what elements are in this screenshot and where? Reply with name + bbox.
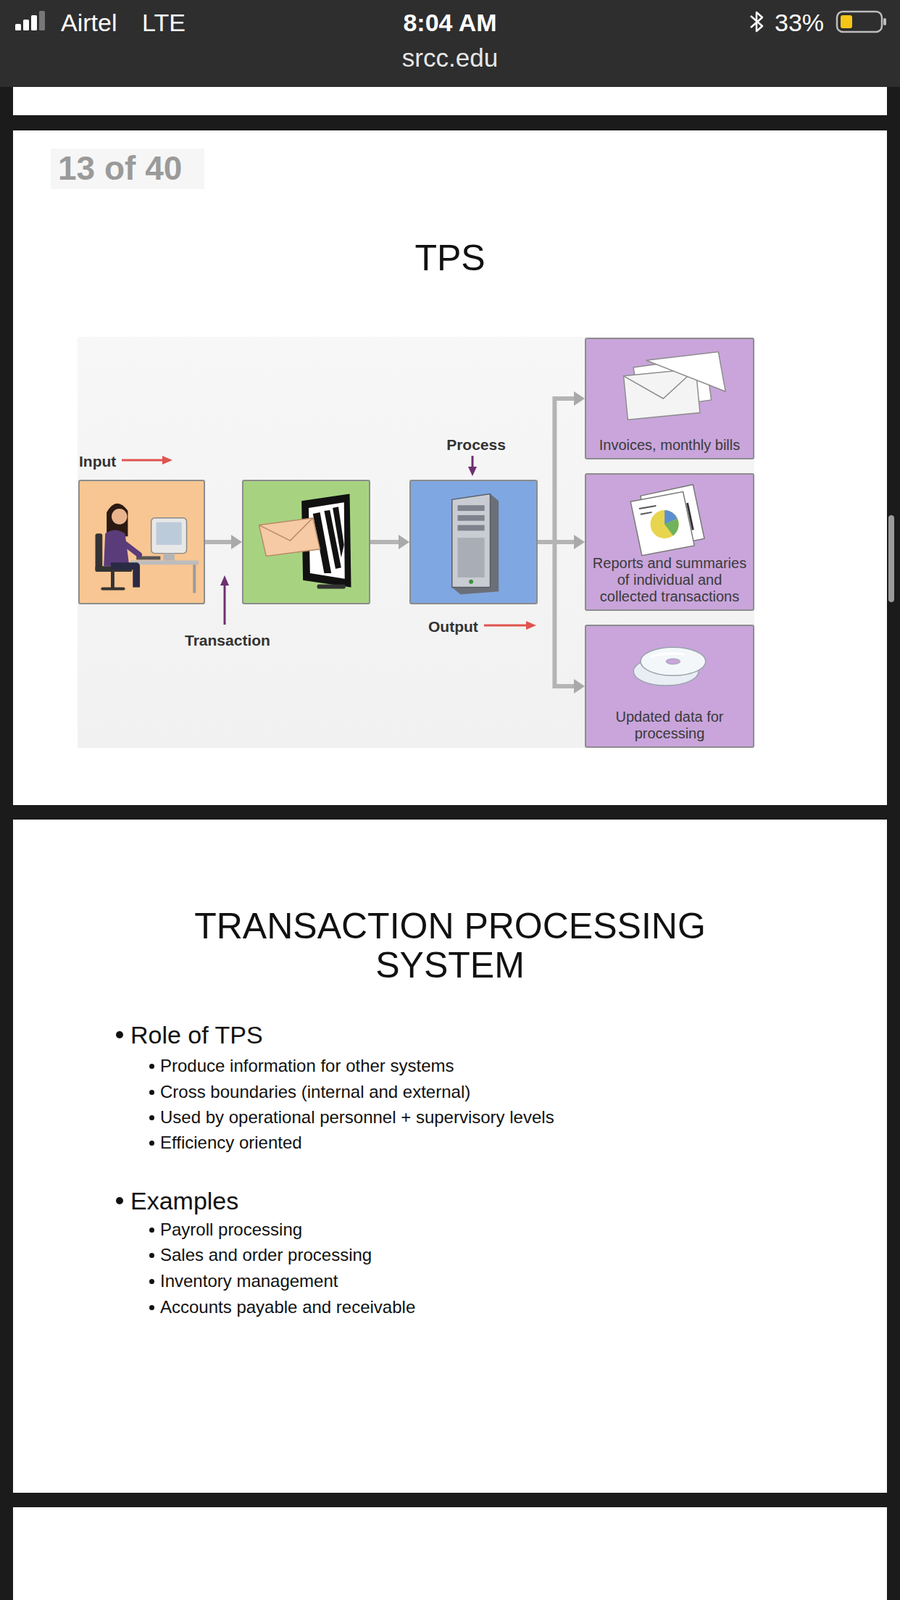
box-caption: Updated data for processing (590, 708, 749, 743)
slide-title: TPS (414, 236, 485, 279)
process-box: ProcessOutput (409, 479, 538, 605)
flow-arrow (537, 391, 585, 543)
input-arrow (121, 455, 173, 465)
transaction-arrow (220, 575, 229, 625)
output-arrow (484, 621, 537, 630)
signal-icon (15, 10, 45, 31)
bluetooth-icon (750, 12, 763, 32)
bullet-dot (149, 1278, 155, 1285)
arrow-head (573, 534, 585, 550)
bullet-dot (149, 1227, 155, 1233)
box-caption: Invoices, monthly bills (590, 436, 749, 454)
flow-line (537, 398, 574, 543)
box-label: Process (446, 436, 506, 454)
bullet-item: Produce information for other systems (160, 1055, 455, 1077)
bullet-item: Cross boundaries (internal and external) (160, 1081, 471, 1103)
output-box: Updated data for processing (584, 624, 755, 748)
box-label: Output (428, 618, 479, 636)
user-at-computer-illustration (79, 481, 204, 603)
bullet-dot (149, 1252, 155, 1258)
box-label: Transaction (184, 631, 271, 650)
bullet-heading: Role of TPS (130, 1021, 264, 1050)
flow-line (205, 539, 232, 545)
slide-partial (13, 1507, 887, 1600)
flow-line (537, 542, 574, 687)
bullet-item: Inventory management (160, 1271, 338, 1292)
bullet-item: Accounts payable and receivable (160, 1297, 416, 1318)
box-label: Input (78, 452, 116, 471)
flow-arrow (370, 534, 410, 550)
scrollbar (888, 515, 895, 603)
bullet-dot (115, 1031, 124, 1039)
output-box: Invoices, monthly bills (584, 337, 755, 460)
battery-icon (836, 11, 887, 32)
bullet-heading: Examples (130, 1186, 239, 1216)
diagram-panel (77, 336, 755, 748)
input-box: Input (78, 479, 206, 605)
process-arrow (468, 455, 477, 477)
bullet-dot (115, 1197, 124, 1205)
url: srcc.edu (402, 43, 498, 73)
flow-arrow (537, 542, 585, 694)
bullet-item: Efficiency oriented (160, 1132, 303, 1153)
page-counter: 13 of 40 (57, 148, 182, 188)
bullet-dot (149, 1063, 155, 1069)
network-type: LTE (142, 8, 186, 37)
output-box: Reports and summaries of individual and … (584, 473, 755, 611)
bullet-item: Payroll processing (160, 1219, 303, 1240)
flow-line (370, 539, 399, 545)
slide-title: TRANSACTION PROCESSING SYSTEM (167, 906, 733, 985)
arrow-head (573, 678, 585, 694)
bullet-dot (149, 1305, 155, 1311)
carrier-name: Airtel (60, 8, 117, 37)
flow-arrow (205, 534, 243, 550)
bullet-dot (149, 1089, 155, 1095)
clock: 8:04 AM (402, 8, 497, 37)
battery-level: 33% (774, 8, 824, 37)
arrow-head (398, 534, 410, 550)
transaction-box: Transaction (242, 479, 371, 605)
slide-partial (13, 86, 887, 116)
bullet-dot (149, 1115, 155, 1121)
arrow-head (231, 534, 243, 550)
bullet-item: Sales and order processing (160, 1244, 372, 1266)
arrow-head (573, 391, 585, 406)
counter-ground (50, 148, 205, 190)
bullet-dot (149, 1140, 155, 1146)
bullet-item: Used by operational personnel + supervis… (160, 1107, 555, 1128)
box-caption: Reports and summaries of individual and … (590, 555, 749, 606)
mail-to-screen-illustration (243, 481, 369, 603)
server-illustration (410, 481, 537, 603)
